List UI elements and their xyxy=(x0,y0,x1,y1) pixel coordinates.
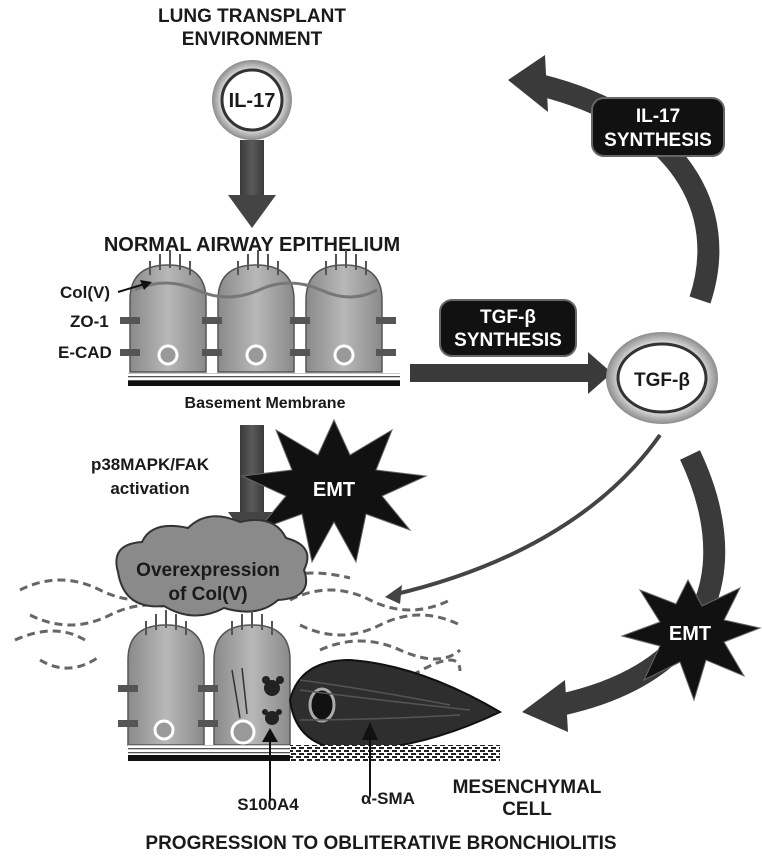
alpha-sma-pointer-head xyxy=(362,722,378,740)
pathway-line-2: activation xyxy=(110,479,189,498)
s100a4-label: S100A4 xyxy=(237,795,299,814)
emt-right-label: EMT xyxy=(669,623,711,645)
il17-synthesis-line-1: IL-17 xyxy=(636,106,680,127)
marker-colv-pointer-head xyxy=(140,280,152,290)
curved-arrow-to-mesenchymal-head xyxy=(522,680,568,732)
emt-left-label: EMT xyxy=(313,479,355,501)
tgf-synthesis-line-2: SYNTHESIS xyxy=(454,330,562,351)
s100a4-markers xyxy=(262,676,284,725)
emt-burst-left: EMT xyxy=(240,418,428,564)
marker-zo1: ZO-1 xyxy=(70,312,109,331)
curved-arrow-to-il17-head xyxy=(508,55,548,112)
epithelial-cell xyxy=(217,264,295,373)
title-line-2: ENVIRONMENT xyxy=(182,29,323,50)
alpha-sma-label: α-SMA xyxy=(361,789,415,808)
overexpression-cloud: Overexpression of Col(V) xyxy=(115,515,309,617)
normal-epithelium-label: NORMAL AIRWAY EPITHELIUM xyxy=(104,234,400,256)
cilia xyxy=(134,250,378,299)
marker-colv: Col(V) xyxy=(60,283,110,302)
s100a4-pointer-head xyxy=(262,728,278,742)
emt-burst-right: EMT xyxy=(620,578,762,702)
mesenchymal-cell xyxy=(288,658,503,752)
basement-membrane-label: Basement Membrane xyxy=(185,395,346,412)
overexpression-line-1: Overexpression xyxy=(136,560,280,581)
title-line-1: LUNG TRANSPLANT xyxy=(158,6,346,27)
arrow-il17-to-epithelium xyxy=(228,140,276,228)
tgf-synthesis-box: TGF-β SYNTHESIS xyxy=(439,299,577,357)
normal-epithelium xyxy=(120,250,400,386)
cilia xyxy=(145,610,273,635)
il17-node: IL-17 xyxy=(212,60,292,140)
pathway-line-1: p38MAPK/FAK xyxy=(91,455,210,474)
tgf-node-label: TGF-β xyxy=(634,370,690,391)
mesenchymal-line-2: CELL xyxy=(502,799,552,820)
epithelial-cell xyxy=(129,264,207,373)
tight-junctions xyxy=(120,317,396,356)
il17-node-label: IL-17 xyxy=(229,90,276,112)
footer-title: PROGRESSION TO OBLITERATIVE BRONCHIOLITI… xyxy=(145,833,616,854)
tgf-synthesis-line-1: TGF-β xyxy=(480,307,536,328)
epithelial-cell xyxy=(305,264,383,373)
thin-arrow-head xyxy=(385,585,402,604)
overexpression-line-2: of Col(V) xyxy=(168,584,247,605)
thin-arrow-tgf-to-matrix xyxy=(391,433,662,597)
il17-synthesis-box: IL-17 SYNTHESIS xyxy=(591,97,725,157)
il17-synthesis-line-2: SYNTHESIS xyxy=(604,130,712,151)
arrow-to-tgf xyxy=(410,352,612,394)
tight-junctions xyxy=(118,685,218,727)
tgf-node: TGF-β xyxy=(606,332,718,424)
epithelial-cell xyxy=(127,624,205,746)
marker-ecad: E-CAD xyxy=(58,343,112,362)
curved-arrow-to-il17 xyxy=(537,74,720,304)
mesenchymal-line-1: MESENCHYMAL xyxy=(453,777,602,798)
obliterative-epithelium xyxy=(118,610,503,761)
